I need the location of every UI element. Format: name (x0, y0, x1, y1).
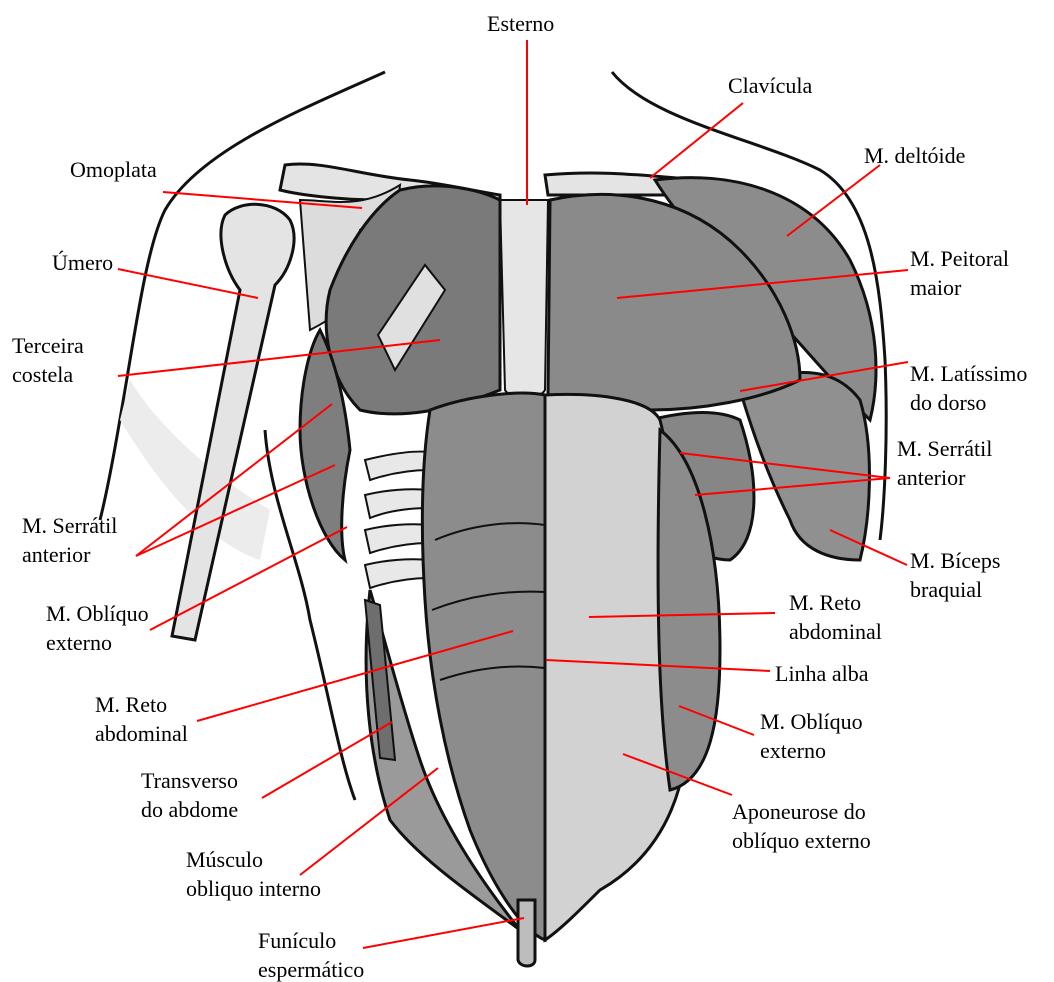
right-biceps (740, 373, 869, 561)
label-biceps: M. Bíceps braquial (910, 546, 1000, 604)
label-omoplata: Omoplata (70, 155, 157, 184)
humerus-bone (172, 204, 294, 640)
label-clavicula: Clavícula (728, 71, 812, 100)
leader-transverso (262, 722, 392, 798)
leader-deltoide (787, 165, 880, 236)
label-transverso: Transverso do abdome (141, 766, 238, 824)
label-umero: Úmero (52, 248, 113, 277)
label-aponeurose: Aponeurose do oblíquo externo (732, 797, 871, 855)
label-reto-left: M. Reto abdominal (95, 690, 188, 748)
label-serratil-left: M. Serrátil anterior (22, 511, 117, 569)
leader-funiculo (363, 918, 524, 948)
label-funiculo: Funículo espermático (258, 926, 364, 982)
leader-clavicula (650, 103, 743, 178)
label-peitoral: M. Peitoral maior (910, 244, 1009, 302)
label-reto-right: M. Reto abdominal (789, 588, 882, 646)
spermatic-cord (518, 900, 535, 966)
label-terceira-costela: Terceira costela (12, 331, 84, 389)
label-linha-alba: Linha alba (775, 659, 868, 688)
label-serratil-right: M. Serrátil anterior (897, 434, 992, 492)
label-esterno: Esterno (487, 9, 554, 38)
label-obliquo-right: M. Oblíquo externo (760, 707, 863, 765)
label-latissimo: M. Latíssimo do dorso (910, 359, 1027, 417)
label-obliquo-interno: Músculo obliquo interno (186, 845, 321, 903)
label-obliquo-left: M. Oblíquo externo (46, 599, 149, 657)
label-deltoide: M. deltóide (864, 141, 965, 170)
sternum (500, 200, 548, 398)
